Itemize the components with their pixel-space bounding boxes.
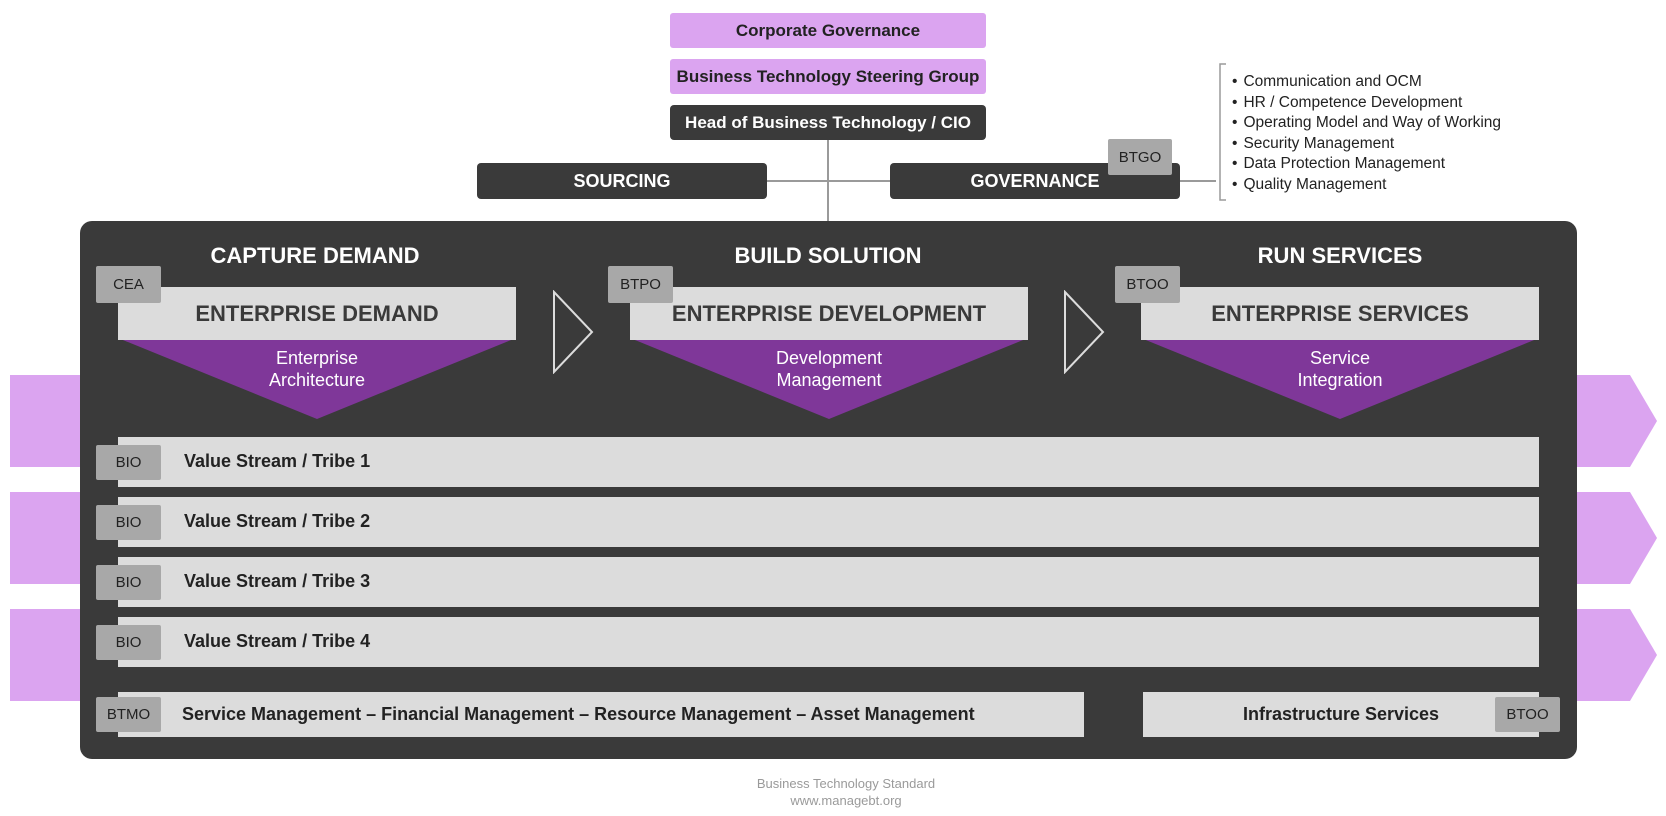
development-management-text: Development Management bbox=[775, 348, 883, 390]
head-of-bt-box: Head of Business Technology / CIO bbox=[670, 105, 986, 140]
btoo-badge: BTOO bbox=[1115, 266, 1180, 303]
right-arrow-3 bbox=[1560, 609, 1657, 701]
infrastructure-services-label: Infrastructure Services bbox=[1242, 704, 1440, 724]
arrow-build-to-run bbox=[1064, 290, 1105, 374]
value-stream-label: Value Stream / Tribe 4 bbox=[184, 631, 371, 651]
connector-horizontal bbox=[767, 180, 891, 182]
service-management-label: Service Management – Financial Managemen… bbox=[182, 704, 975, 724]
value-stream-label: Value Stream / Tribe 1 bbox=[184, 451, 371, 471]
btpo-badge: BTPO bbox=[608, 266, 673, 303]
bio-badge: BIO bbox=[96, 505, 161, 540]
btmo-badge: BTMO bbox=[96, 697, 161, 732]
connector-governance-list bbox=[1180, 180, 1216, 182]
infrastructure-services-bar: Infrastructure Services bbox=[1143, 692, 1539, 737]
enterprise-demand-bar: ENTERPRISE DEMAND bbox=[118, 287, 516, 340]
governance-item: HR / Competence Development bbox=[1232, 93, 1572, 114]
value-stream-label: Value Stream / Tribe 2 bbox=[184, 511, 371, 531]
value-stream-row bbox=[118, 557, 1539, 607]
triangle-development-management bbox=[630, 338, 1028, 419]
governance-bracket bbox=[1219, 63, 1226, 201]
btgo-badge-label: BTGO bbox=[1118, 148, 1162, 166]
arrow-demand-to-build bbox=[553, 290, 594, 374]
value-stream-label: Value Stream / Tribe 3 bbox=[184, 571, 371, 591]
footer-title: Business Technology Standard bbox=[756, 776, 936, 791]
build-solution-title: BUILD SOLUTION bbox=[734, 243, 922, 268]
right-arrow-2 bbox=[1560, 492, 1657, 584]
left-arrow-band-1 bbox=[10, 375, 90, 467]
governance-box: GOVERNANCE bbox=[890, 163, 1180, 199]
corporate-governance-box: Corporate Governance bbox=[670, 13, 986, 48]
enterprise-services-bar: ENTERPRISE SERVICES bbox=[1141, 287, 1539, 340]
run-services-title: RUN SERVICES bbox=[1257, 243, 1423, 268]
sourcing-box: SOURCING bbox=[477, 163, 767, 199]
right-arrow-1 bbox=[1560, 375, 1657, 467]
governance-item: Data Protection Management bbox=[1232, 154, 1572, 175]
governance-item: Security Management bbox=[1232, 134, 1572, 155]
governance-item: Operating Model and Way of Working bbox=[1232, 113, 1572, 134]
governance-item: Quality Management bbox=[1232, 175, 1572, 196]
footer-url[interactable]: www.managebt.org bbox=[790, 793, 902, 808]
enterprise-development-bar: ENTERPRISE DEVELOPMENT bbox=[630, 287, 1028, 340]
head-of-bt-label: Head of Business Technology / CIO bbox=[685, 112, 971, 132]
triangle-enterprise-architecture bbox=[118, 338, 516, 419]
bio-badge: BIO bbox=[96, 445, 161, 480]
sourcing-label: SOURCING bbox=[573, 170, 671, 191]
governance-label: GOVERNANCE bbox=[970, 170, 1100, 191]
left-arrow-band-2 bbox=[10, 492, 90, 584]
cea-badge: CEA bbox=[96, 266, 161, 303]
service-integration-text: Service Integration bbox=[1297, 348, 1383, 390]
bio-badge: BIO bbox=[96, 625, 161, 660]
triangle-service-integration bbox=[1141, 338, 1539, 419]
right-arrow-bands bbox=[1560, 375, 1657, 701]
value-stream-row bbox=[118, 617, 1539, 667]
bio-badge: BIO bbox=[96, 565, 161, 600]
service-management-bar bbox=[118, 692, 1084, 737]
governance-item: Communication and OCM bbox=[1232, 72, 1572, 93]
capture-demand-title: CAPTURE DEMAND bbox=[210, 243, 420, 268]
btoo-infra-badge: BTOO bbox=[1495, 697, 1560, 732]
purple-triangles bbox=[118, 338, 1539, 419]
corporate-governance-label: Corporate Governance bbox=[735, 20, 921, 40]
btgo-badge: BTGO bbox=[1108, 139, 1172, 175]
enterprise-architecture-text: Enterprise Architecture bbox=[268, 348, 366, 390]
value-stream-row bbox=[118, 497, 1539, 547]
steering-group-box: Business Technology Steering Group bbox=[670, 59, 986, 94]
left-arrow-band-3 bbox=[10, 609, 90, 701]
footer: Business Technology Standard www.manageb… bbox=[700, 775, 992, 809]
governance-list: Communication and OCM HR / Competence De… bbox=[1232, 72, 1572, 195]
steering-group-label: Business Technology Steering Group bbox=[676, 66, 980, 86]
value-stream-row bbox=[118, 437, 1539, 487]
